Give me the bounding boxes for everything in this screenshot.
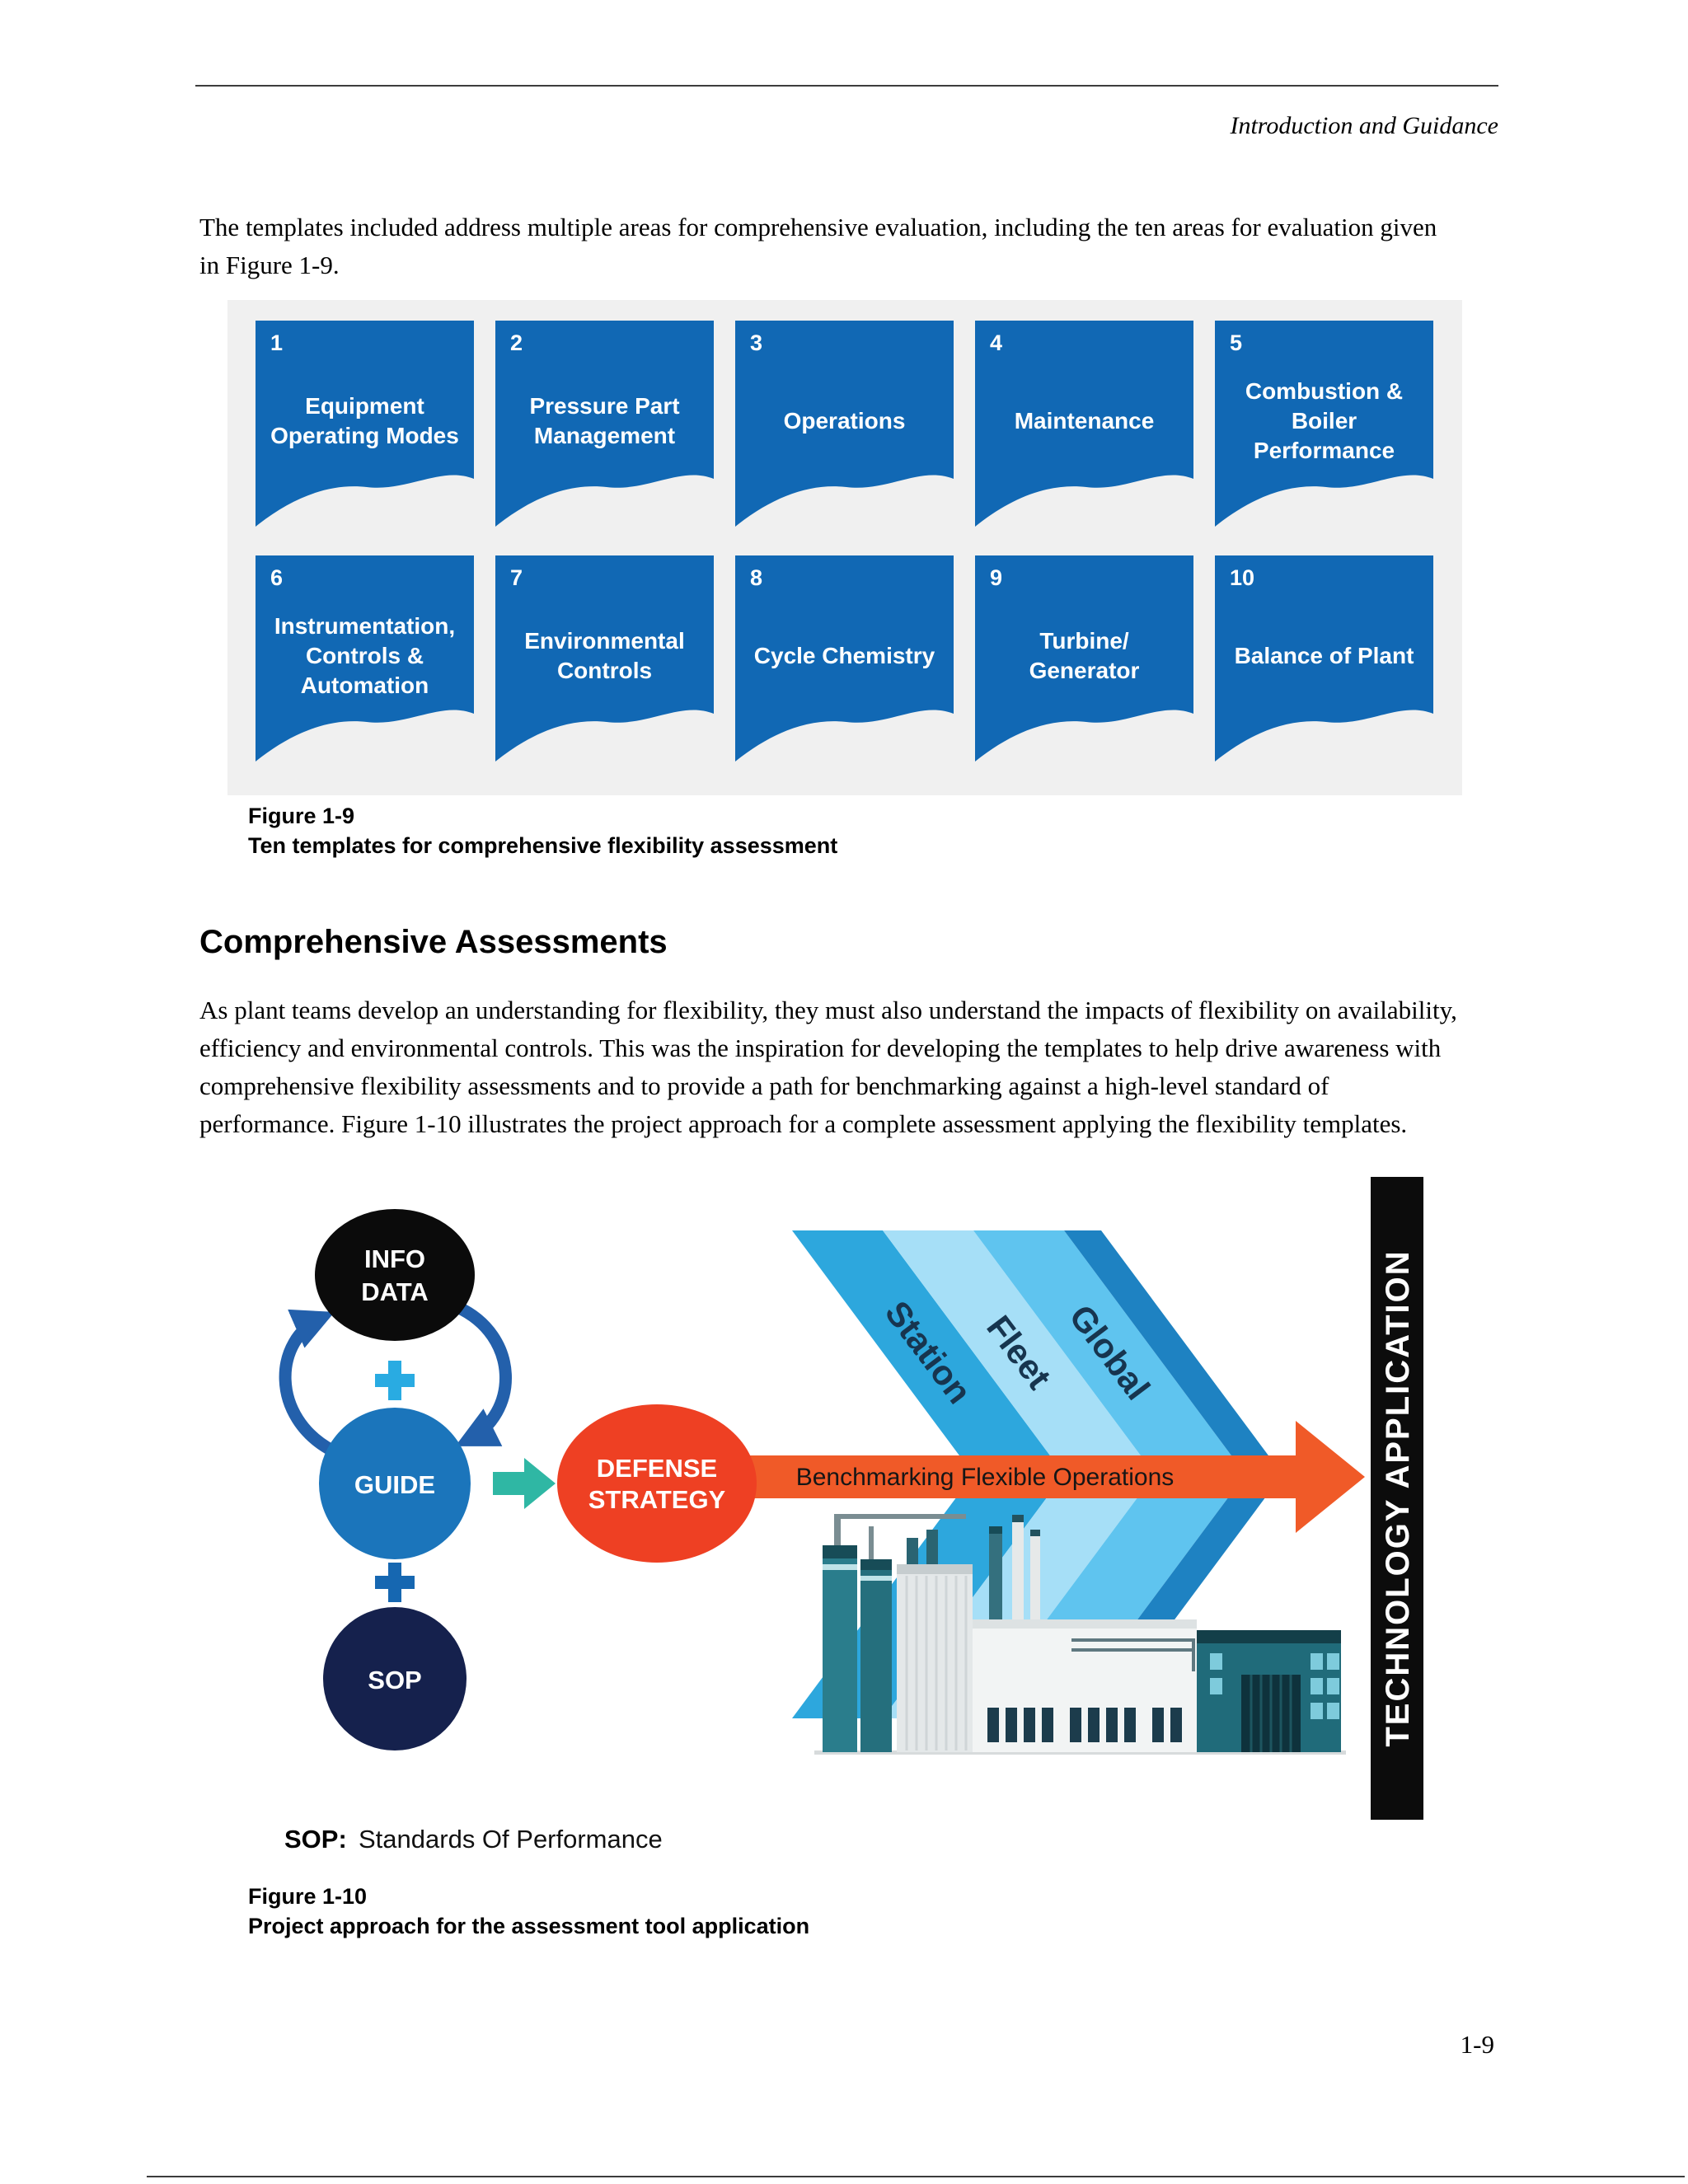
template-number: 9: [990, 565, 1003, 590]
guide-node: [319, 1408, 471, 1559]
template-label: Pressure Part Management: [529, 393, 680, 448]
flow-arrow-icon: [493, 1458, 556, 1509]
sop-footnote-label: SOP:: [284, 1825, 347, 1854]
figure-caption-text: Ten templates for comprehensive flexibil…: [248, 833, 838, 858]
body-paragraph: As plant teams develop an understanding …: [199, 996, 1457, 1138]
template-banner-2: 2 Pressure Part Management: [495, 321, 714, 533]
guide-label: GUIDE: [354, 1470, 435, 1499]
template-number: 1: [270, 330, 284, 355]
template-banner-5: 5 Combustion & Boiler Performance: [1215, 321, 1433, 533]
template-label: Turbine/ Generator: [1029, 628, 1140, 683]
template-banner-1: 1 Equipment Operating Modes: [256, 321, 474, 533]
template-number: 8: [750, 565, 763, 590]
template-banner-4: 4 Maintenance: [975, 321, 1193, 533]
template-banner-10: 10 Balance of Plant: [1215, 555, 1433, 768]
template-number: 3: [750, 330, 763, 355]
figure-caption-text: Project approach for the assessment tool…: [248, 1914, 810, 1938]
banner-ribbon-shape: [495, 555, 714, 762]
plus-icon: [375, 1563, 415, 1602]
banner-ribbon-shape: [256, 555, 474, 762]
defense-strategy-node: [557, 1404, 757, 1563]
figure-1-9-panel: 1 Equipment Operating Modes 2 Pressure P…: [227, 300, 1462, 795]
template-banner-9: 9 Turbine/ Generator: [975, 555, 1193, 768]
template-banner-3: 3 Operations: [735, 321, 954, 533]
template-number: 7: [510, 565, 523, 590]
benchmarking-arrow-label: Benchmarking Flexible Operations: [796, 1464, 1175, 1491]
template-number: 6: [270, 565, 284, 590]
template-number: 2: [510, 330, 523, 355]
template-label: Combustion & Boiler Performance: [1245, 378, 1404, 463]
footer-rule: [147, 2176, 1685, 2177]
banner-ribbon-shape: [495, 321, 714, 527]
running-head: Introduction and Guidance: [1230, 112, 1498, 139]
template-banner-7: 7 Environmental Controls: [495, 555, 714, 768]
template-label: Maintenance: [1014, 408, 1155, 434]
template-label: Equipment Operating Modes: [270, 393, 459, 448]
banner-ribbon-shape: [256, 321, 474, 527]
banner-ribbon-shape: [735, 555, 954, 762]
figure-caption-label: Figure 1-9: [248, 804, 355, 828]
header-rule: [195, 85, 1498, 87]
banner-ribbon-shape: [1215, 321, 1433, 527]
benchmarking-arrow: Benchmarking Flexible Operations: [709, 1421, 1365, 1533]
defense-strategy-label-line2: STRATEGY: [588, 1485, 726, 1514]
banner-ribbon-shape: [975, 321, 1193, 527]
cycle-arrows: [279, 1301, 512, 1456]
sop-footnote-text: Standards Of Performance: [359, 1825, 663, 1854]
template-label: Instrumentation, Controls & Automation: [274, 613, 456, 698]
info-data-label-line1: INFO: [364, 1244, 425, 1273]
intro-paragraph: The templates included address multiple …: [199, 213, 1437, 279]
sop-footnote: SOP: Standards Of Performance: [284, 1825, 663, 1854]
banner-ribbon-shape: [1215, 555, 1433, 762]
plus-icon: [375, 1361, 415, 1400]
template-number: 10: [1230, 565, 1255, 590]
figure-1-10-diagram: Station Fleet Global Benchmarking Flexib…: [279, 1177, 1423, 1854]
template-label: Environmental Controls: [524, 628, 685, 683]
defense-strategy-label-line1: DEFENSE: [597, 1454, 717, 1483]
template-label: Balance of Plant: [1234, 643, 1414, 669]
banner-ribbon-shape: [975, 555, 1193, 762]
banner-ribbon-shape: [735, 321, 954, 527]
page-number: 1-9: [1460, 2030, 1494, 2059]
section-heading: Comprehensive Assessments: [199, 924, 668, 961]
template-label: Cycle Chemistry: [753, 643, 935, 669]
sop-node: [323, 1607, 467, 1750]
technology-application-label: TECHNOLOGY APPLICATION: [1380, 1249, 1416, 1746]
template-label: Operations: [783, 408, 906, 434]
template-number: 5: [1230, 330, 1243, 355]
template-number: 4: [990, 330, 1003, 355]
template-banner-6: 6 Instrumentation, Controls & Automation: [256, 555, 474, 768]
figure-1-10: Station Fleet Global Benchmarking Flexib…: [247, 1170, 1467, 1871]
sop-label: SOP: [368, 1666, 421, 1694]
factory-illustration: [814, 1514, 1346, 1755]
info-data-node: [315, 1209, 475, 1341]
info-data-label-line2: DATA: [361, 1277, 429, 1306]
template-banner-8: 8 Cycle Chemistry: [735, 555, 954, 768]
figure-caption-label: Figure 1-10: [248, 1884, 368, 1909]
technology-application-bar: [1371, 1177, 1423, 1820]
figure-1-10-caption: Figure 1-10 Project approach for the ass…: [248, 1882, 809, 1941]
figure-1-9-caption: Figure 1-9 Ten templates for comprehensi…: [248, 801, 837, 860]
